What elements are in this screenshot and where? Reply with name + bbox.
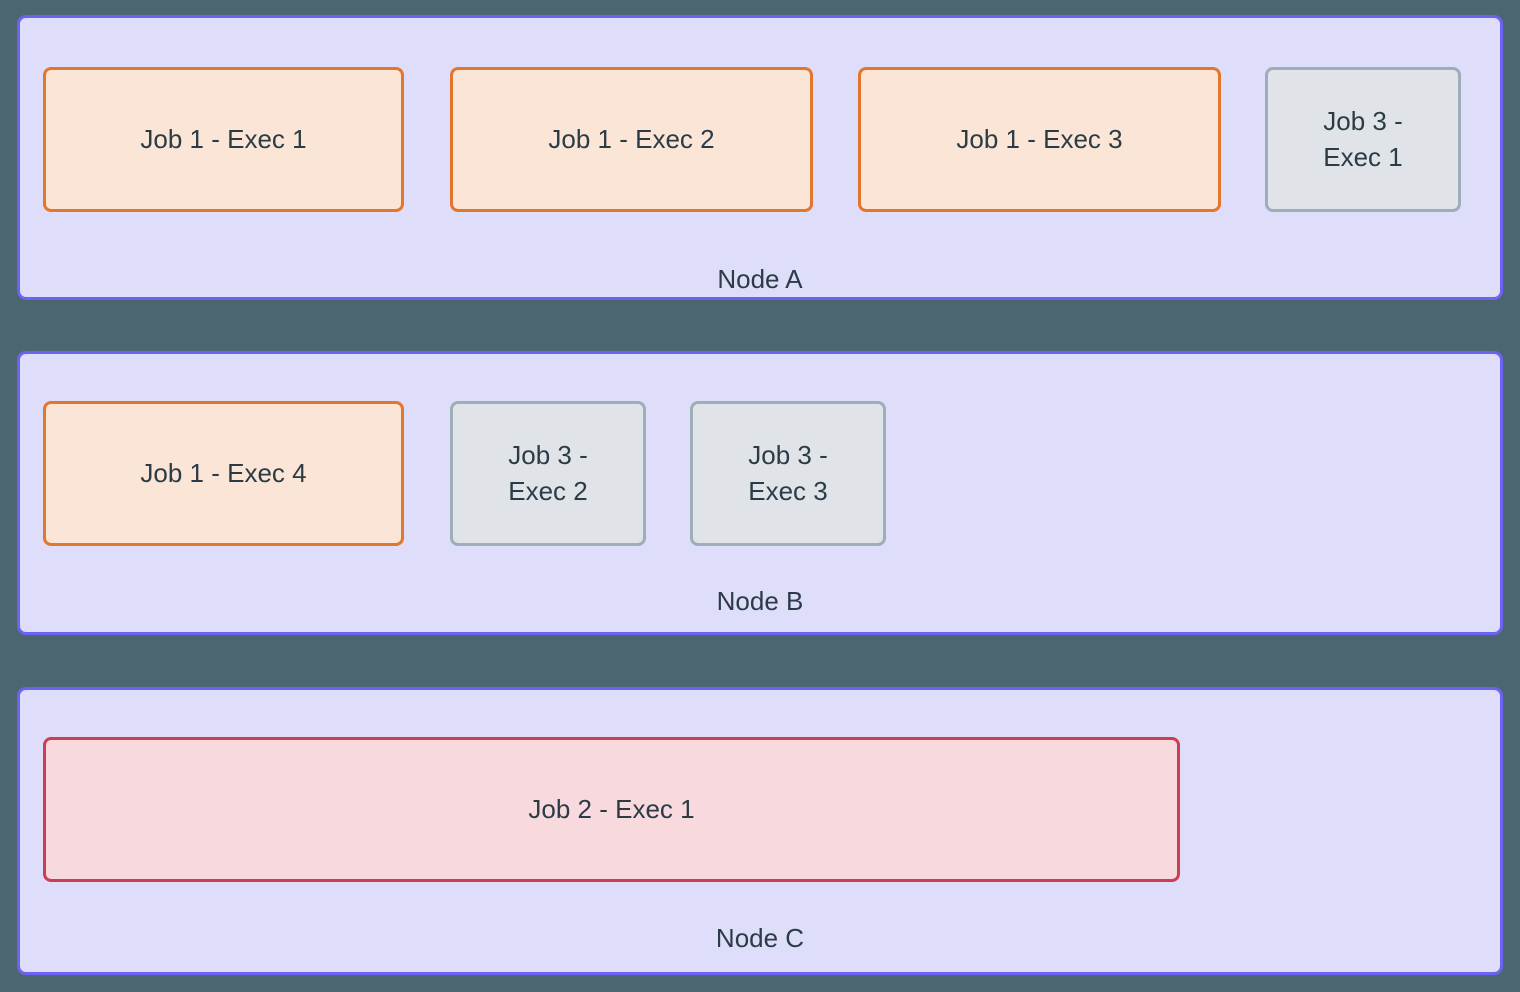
executor-label: Job 3 - Exec 1 — [1323, 106, 1403, 172]
executor-box-job1-exec1[interactable]: Job 1 - Exec 1 — [43, 67, 404, 212]
node-label-b: Node B — [716, 586, 804, 616]
executor-box-job1-exec3[interactable]: Job 1 - Exec 3 — [858, 67, 1221, 212]
executor-label: Job 2 - Exec 1 — [528, 793, 695, 824]
node-container-b[interactable]: Job 1 - Exec 4 Job 3 - Exec 2 Job 3 - Ex… — [17, 351, 1503, 635]
executor-label: Job 1 - Exec 1 — [140, 123, 307, 154]
executor-label: Job 1 - Exec 2 — [548, 123, 715, 154]
executor-box-job3-exec3[interactable]: Job 3 - Exec 3 — [690, 401, 886, 546]
node-label-a: Node A — [717, 264, 803, 294]
executor-box-job3-exec1[interactable]: Job 3 - Exec 1 — [1265, 67, 1461, 212]
executor-box-job1-exec2[interactable]: Job 1 - Exec 2 — [450, 67, 813, 212]
executor-label: Job 3 - Exec 2 — [508, 440, 588, 506]
node-container-a[interactable]: Job 1 - Exec 1 Job 1 - Exec 2 Job 1 - Ex… — [17, 15, 1503, 300]
node-label-c: Node C — [715, 923, 805, 953]
executor-box-job1-exec4[interactable]: Job 1 - Exec 4 — [43, 401, 404, 546]
node-container-c[interactable]: Job 2 - Exec 1 Node C — [17, 687, 1503, 975]
executor-box-job3-exec2[interactable]: Job 3 - Exec 2 — [450, 401, 646, 546]
executor-label: Job 3 - Exec 3 — [748, 440, 828, 506]
executor-label: Job 1 - Exec 3 — [956, 123, 1123, 154]
executor-box-job2-exec1[interactable]: Job 2 - Exec 1 — [43, 737, 1180, 882]
executor-label: Job 1 - Exec 4 — [140, 457, 307, 488]
